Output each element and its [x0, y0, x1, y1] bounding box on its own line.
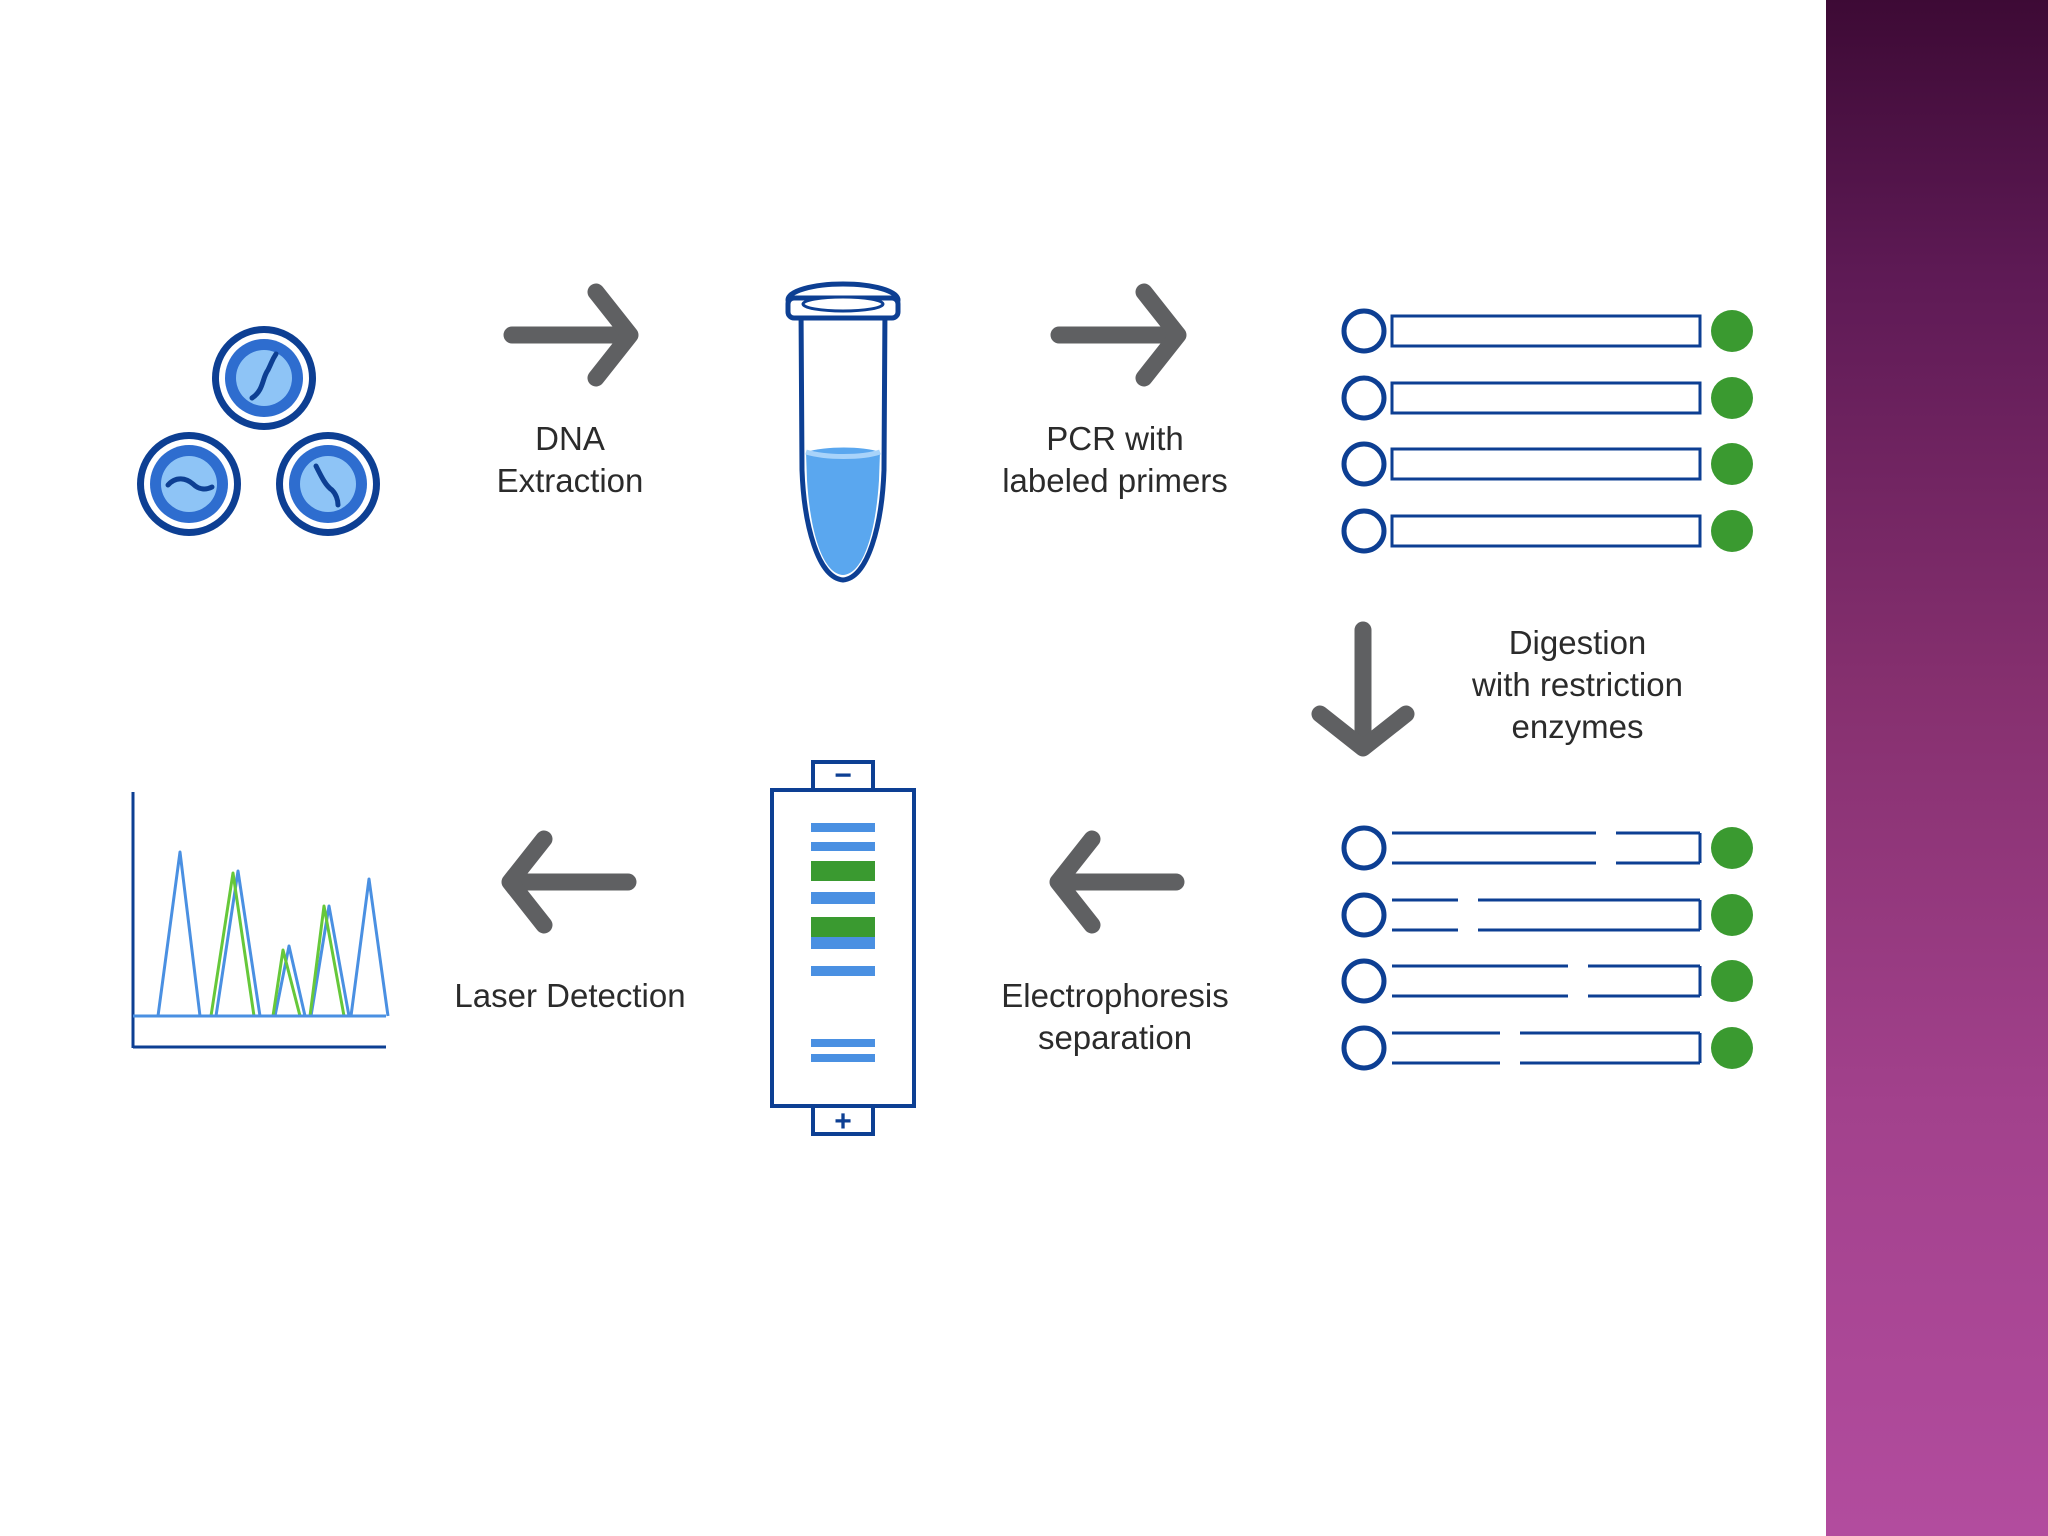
gel-minus-sign: − [834, 759, 852, 792]
gel-band [811, 892, 875, 904]
gel-icon: − + [770, 759, 916, 1138]
labeled-fragments [1341, 308, 1753, 554]
cell-icon [137, 432, 241, 536]
cell-icon [276, 432, 380, 536]
tube-icon [785, 281, 901, 583]
labeled-fragment-icon [1341, 375, 1753, 421]
chromatogram-icon [131, 792, 390, 1049]
gel-band [811, 937, 875, 949]
gel-band [811, 861, 875, 881]
gel-band [811, 823, 875, 832]
digested-fragment-icon [1341, 892, 1753, 938]
arrow-down-icon [1311, 621, 1415, 757]
gel-band [811, 1039, 875, 1047]
slide-canvas: − + DNA Extraction PCR with labeled prim… [131, 281, 1753, 1138]
arrow-left-icon [1049, 830, 1185, 934]
arrow-right-icon [503, 283, 639, 387]
label-digestion: Digestion with restriction enzymes [1472, 624, 1683, 745]
arrow-left-icon [501, 830, 637, 934]
cell-icon [212, 326, 316, 430]
green-trace [134, 871, 386, 1018]
gel-band [811, 966, 875, 976]
decorative-side-band [1826, 0, 2048, 1536]
label-electrophoresis: Electrophoresis separation [1001, 977, 1229, 1056]
gel-band [811, 917, 875, 937]
gel-band [811, 1054, 875, 1062]
arrow-right-icon [1050, 283, 1187, 387]
label-laser-detection: Laser Detection [454, 977, 686, 1014]
label-pcr: PCR with labeled primers [1002, 420, 1228, 499]
labeled-fragment-icon [1341, 508, 1753, 554]
digested-fragment-icon [1341, 958, 1753, 1004]
digested-fragment-icon [1341, 825, 1753, 871]
digested-fragments [1341, 825, 1753, 1071]
label-dna-extraction: DNA Extraction [496, 420, 644, 499]
digested-fragment-icon [1341, 1025, 1753, 1071]
labeled-fragment-icon [1341, 308, 1753, 354]
cells-group [137, 326, 380, 536]
trflp-workflow-diagram: − + [131, 281, 1753, 1138]
gel-band [811, 842, 875, 851]
labeled-fragment-icon [1341, 441, 1753, 487]
blue-trace [134, 850, 390, 1018]
gel-plus-sign: + [834, 1105, 852, 1138]
